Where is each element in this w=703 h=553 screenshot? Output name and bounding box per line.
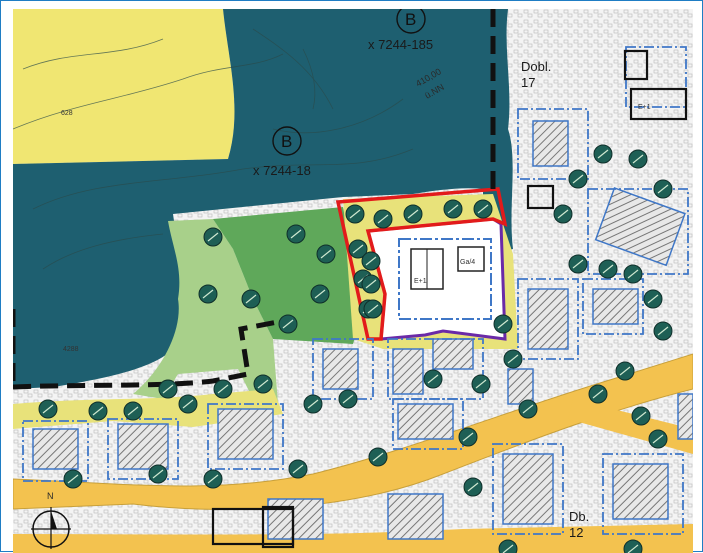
- tree-icon-mark: [202, 289, 214, 299]
- tree-icon-mark: [497, 319, 509, 329]
- forest-area: [13, 9, 498, 389]
- green-area-light: [133, 219, 278, 409]
- tree-icon-mark: [407, 209, 419, 219]
- tree-icon-mark: [182, 399, 194, 409]
- tree-icon-mark: [602, 264, 614, 274]
- house-mark-right: E+1: [638, 104, 651, 111]
- tree-icon-mark: [619, 366, 631, 376]
- tree-icon-mark: [257, 379, 269, 389]
- tree-icon-mark: [467, 482, 479, 492]
- tree-icon-mark: [290, 229, 302, 239]
- parcel-number-top: x 7244-185: [368, 37, 433, 52]
- zone-b-top-label: B: [405, 10, 416, 29]
- tree-icon-mark: [427, 374, 439, 384]
- tree-icon-mark: [572, 174, 584, 184]
- tree-icon-mark: [377, 214, 389, 224]
- tree-icon-mark: [557, 209, 569, 219]
- tree-icon-mark: [307, 399, 319, 409]
- tree-icon-mark: [292, 464, 304, 474]
- zone-b-mid-symbol: [272, 126, 302, 156]
- tree-icon-mark: [652, 434, 664, 444]
- building-mark-label: E+1: [414, 278, 427, 285]
- tree-icon-mark: [152, 469, 164, 479]
- north-letter: N: [47, 491, 54, 501]
- tree-icon-mark: [657, 184, 669, 194]
- dobl-bottom-number: 12: [569, 525, 583, 540]
- contour-label: 628: [61, 110, 73, 117]
- tree-icon-mark: [592, 389, 604, 399]
- tree-icon-mark: [282, 319, 294, 329]
- dobl-top-name: Dobl.: [521, 59, 551, 74]
- zoning-plan-map[interactable]: E+1 Ga/4: [13, 9, 693, 553]
- tree-icon-mark: [365, 256, 377, 266]
- lower-road: [13, 524, 693, 553]
- plot-outlines: [22, 46, 689, 535]
- dobl-bottom-name: Db.: [569, 509, 589, 524]
- meadow-area: [13, 9, 235, 164]
- tree-icon-mark: [207, 474, 219, 484]
- tree-icon-mark: [342, 394, 354, 404]
- tree-icon-mark: [522, 404, 534, 414]
- tree-icon-mark: [647, 294, 659, 304]
- zone-b-top-symbol: [396, 9, 426, 34]
- small-buildings: [211, 49, 688, 549]
- tree-icon-mark: [245, 294, 257, 304]
- tree-icon-mark: [314, 289, 326, 299]
- tree-icon-mark: [475, 379, 487, 389]
- tree-icon-mark: [477, 204, 489, 214]
- green-area-dark: [213, 207, 363, 344]
- tree-icon-mark: [92, 406, 104, 416]
- garage-mark-label: Ga/4: [460, 259, 475, 266]
- tree-icon-mark: [597, 149, 609, 159]
- south-buffer-strip: [13, 389, 283, 429]
- planned-building[interactable]: [398, 238, 492, 320]
- tree-icon: [623, 539, 643, 553]
- existing-buildings: [32, 120, 693, 540]
- tree-icon-mark: [657, 326, 669, 336]
- zone-b-mid-label: B: [281, 132, 292, 151]
- tree-icon-mark: [507, 354, 519, 364]
- tree-icon-mark: [462, 432, 474, 442]
- tree-icon-mark: [447, 204, 459, 214]
- tree-icon-mark: [67, 474, 79, 484]
- contour-lines: [13, 28, 414, 270]
- tree-icon-mark: [42, 404, 54, 414]
- parcel-number-mid: x 7244-18: [253, 163, 311, 178]
- zone-boundary-dashed: [13, 9, 496, 390]
- tree-icon-mark: [352, 244, 364, 254]
- tree-icon-mark: [572, 259, 584, 269]
- tree-icon-mark: [162, 384, 174, 394]
- north-arrow-icon: [31, 507, 71, 549]
- tree-icon-mark: [217, 384, 229, 394]
- tree-icon-mark: [349, 209, 361, 219]
- area-label-left: 4288: [63, 346, 79, 353]
- tree-icon-mark: [627, 269, 639, 279]
- tree-icon-mark: [372, 452, 384, 462]
- tree-icon-mark: [367, 304, 379, 314]
- tree-icon-mark: [127, 406, 139, 416]
- tree-symbols: [38, 144, 673, 553]
- tree-icon-mark: [365, 279, 377, 289]
- tree-icon: [498, 539, 518, 553]
- dobl-top-number: 17: [521, 75, 535, 90]
- tree-icon-mark: [635, 411, 647, 421]
- tree-icon-mark: [632, 154, 644, 164]
- tree-icon-mark: [207, 232, 219, 242]
- tree-icon-mark: [320, 249, 332, 259]
